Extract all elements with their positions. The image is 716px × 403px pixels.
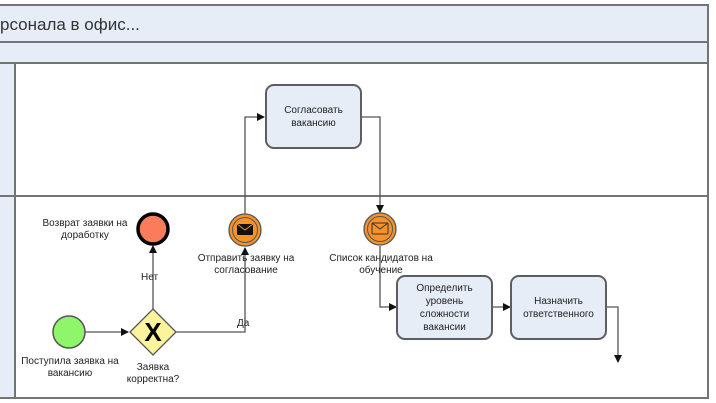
flow-approve-to-candidates[interactable] <box>362 116 384 213</box>
gateway-marker-icon: X <box>144 317 162 347</box>
lane-top <box>16 64 709 196</box>
message-throw-event[interactable] <box>228 213 262 247</box>
flow-gateway-yes[interactable] <box>176 247 249 333</box>
start-event[interactable] <box>52 315 86 349</box>
pool-bottom-border <box>0 397 709 399</box>
lane-header-bottom[interactable] <box>0 197 16 398</box>
envelope-filled-icon <box>236 223 254 235</box>
gateway-label: Заявка корректна? <box>126 362 180 385</box>
task-label: Назначить ответственного <box>523 295 594 320</box>
flow-send-to-approve[interactable] <box>244 113 265 214</box>
exclusive-gateway[interactable] <box>129 308 177 356</box>
pool-header[interactable]: рсонала в офис... <box>0 4 709 43</box>
flow-no-label: Нет <box>141 272 159 283</box>
message-catch-event[interactable] <box>363 212 397 246</box>
end-event[interactable] <box>136 212 170 246</box>
task-label: Определить уровень сложности вакансии <box>416 282 473 333</box>
message-throw-label: Отправить заявку на согласование <box>197 253 295 276</box>
task-label: Согласовать вакансию <box>284 104 343 129</box>
envelope-outline-icon <box>371 222 389 235</box>
task-approve-vacancy[interactable]: Согласовать вакансию <box>265 84 362 149</box>
task-define-level[interactable]: Определить уровень сложности вакансии <box>396 275 493 340</box>
start-event-label: Поступила заявка на вакансию <box>21 356 119 379</box>
lane-header-top[interactable] <box>0 64 16 196</box>
end-event-label: Возврат заявки на доработку <box>42 218 128 241</box>
message-catch-label: Список кандидатов на обучение <box>329 253 433 276</box>
pool-title: рсонала в офис... <box>0 15 140 34</box>
pool-subheader <box>0 43 709 64</box>
flow-candidates-to-define[interactable] <box>379 246 397 311</box>
lane-divider <box>0 195 709 197</box>
flow-assign-out[interactable] <box>607 306 622 363</box>
flow-yes-label: Да <box>237 318 250 329</box>
task-assign-responsible[interactable]: Назначить ответственного <box>510 275 607 340</box>
